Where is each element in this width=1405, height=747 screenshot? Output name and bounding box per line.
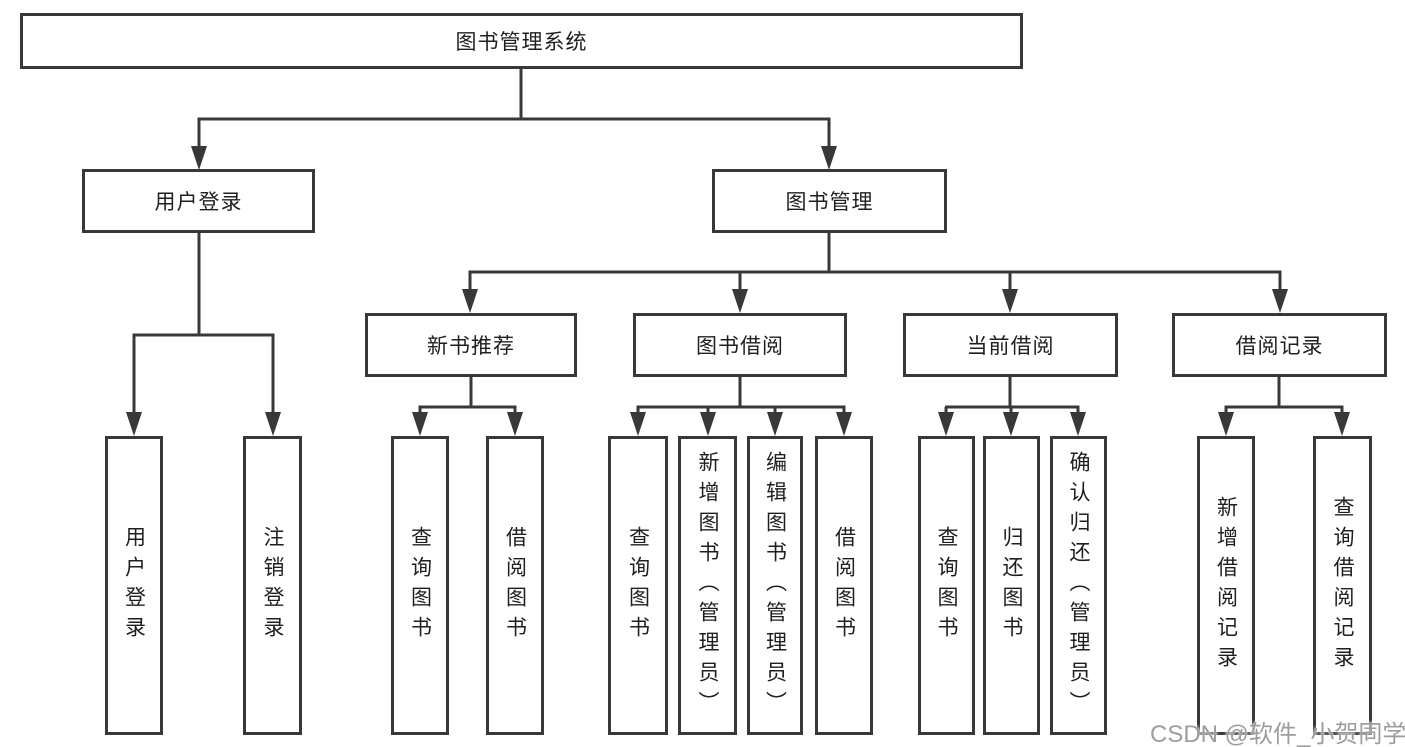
node-new-book-rec: 新书推荐 bbox=[365, 313, 577, 377]
node-current-borrowing-label: 当前借阅 bbox=[966, 335, 1055, 358]
connector-new-book-rec bbox=[418, 377, 517, 414]
connector-book-borrowing bbox=[636, 377, 846, 414]
connector-user-login bbox=[132, 233, 275, 413]
node-book-management-label: 图书管理 bbox=[785, 191, 874, 214]
arrowheads-user-login bbox=[126, 412, 281, 436]
leaf-logout-label: 注销登录 bbox=[261, 525, 285, 646]
csdn-watermark: CSDN @软件_小贺同学 bbox=[1150, 721, 1405, 747]
leaf-edit-books-admin-label: 编辑图书（管理员） bbox=[763, 450, 787, 721]
node-book-borrowing-label: 图书借阅 bbox=[696, 335, 784, 358]
node-borrow-records: 借阅记录 bbox=[1172, 313, 1387, 377]
leaf-confirm-return-admin: 确认归还（管理员） bbox=[1050, 436, 1107, 735]
leaf-return-books: 归还图书 bbox=[983, 436, 1040, 735]
leaf-borrow-books-2: 借阅图书 bbox=[815, 436, 873, 735]
node-user-login-label: 用户登录 bbox=[154, 191, 243, 214]
leaf-confirm-return-admin-label: 确认归还（管理员） bbox=[1067, 450, 1091, 721]
connector-borrow-records bbox=[1224, 377, 1344, 414]
leaf-edit-books-admin: 编辑图书（管理员） bbox=[747, 436, 803, 735]
leaf-borrow-books-2-label: 借阅图书 bbox=[832, 525, 856, 646]
node-user-login: 用户登录 bbox=[82, 169, 315, 233]
leaf-add-borrow-record-label: 新增借阅记录 bbox=[1214, 495, 1238, 676]
leaf-query-books-1-label: 查询图书 bbox=[408, 525, 432, 646]
leaf-borrow-books-1: 借阅图书 bbox=[486, 436, 544, 735]
arrowheads-root bbox=[191, 146, 837, 170]
node-root: 图书管理系统 bbox=[20, 13, 1023, 69]
leaf-user-login: 用户登录 bbox=[105, 436, 163, 735]
leaf-query-books-1: 查询图书 bbox=[391, 436, 449, 735]
arrowheads-book-management bbox=[462, 289, 1288, 313]
arrowheads-borrow-records bbox=[1218, 412, 1350, 436]
connector-root bbox=[197, 69, 831, 147]
leaf-query-books-2-label: 查询图书 bbox=[626, 525, 650, 646]
node-book-management: 图书管理 bbox=[712, 169, 947, 233]
leaf-query-borrow-record-label: 查询借阅记录 bbox=[1331, 495, 1355, 676]
leaf-add-books-admin: 新增图书（管理员） bbox=[678, 436, 737, 735]
connector-book-management bbox=[468, 233, 1282, 290]
arrowheads-book-borrowing bbox=[630, 412, 852, 436]
leaf-add-books-admin-label: 新增图书（管理员） bbox=[696, 450, 720, 721]
node-current-borrowing: 当前借阅 bbox=[903, 313, 1118, 377]
leaf-user-login-label: 用户登录 bbox=[122, 525, 146, 646]
node-new-book-rec-label: 新书推荐 bbox=[427, 335, 515, 358]
leaf-return-books-label: 归还图书 bbox=[1000, 525, 1024, 646]
leaf-logout: 注销登录 bbox=[243, 436, 302, 735]
arrowheads-new-book-rec bbox=[412, 412, 523, 436]
connector-current-borrowing bbox=[944, 377, 1080, 414]
node-root-label: 图书管理系统 bbox=[455, 31, 588, 54]
leaf-query-books-2: 查询图书 bbox=[608, 436, 668, 735]
arrowheads-current-borrowing bbox=[938, 412, 1086, 436]
leaf-query-books-3-label: 查询图书 bbox=[935, 525, 959, 646]
leaf-query-books-3: 查询图书 bbox=[918, 436, 975, 735]
leaf-borrow-books-1-label: 借阅图书 bbox=[503, 525, 527, 646]
node-book-borrowing: 图书借阅 bbox=[633, 313, 847, 377]
node-borrow-records-label: 借阅记录 bbox=[1235, 335, 1324, 358]
leaf-add-borrow-record: 新增借阅记录 bbox=[1197, 436, 1255, 735]
leaf-query-borrow-record: 查询借阅记录 bbox=[1313, 436, 1372, 735]
